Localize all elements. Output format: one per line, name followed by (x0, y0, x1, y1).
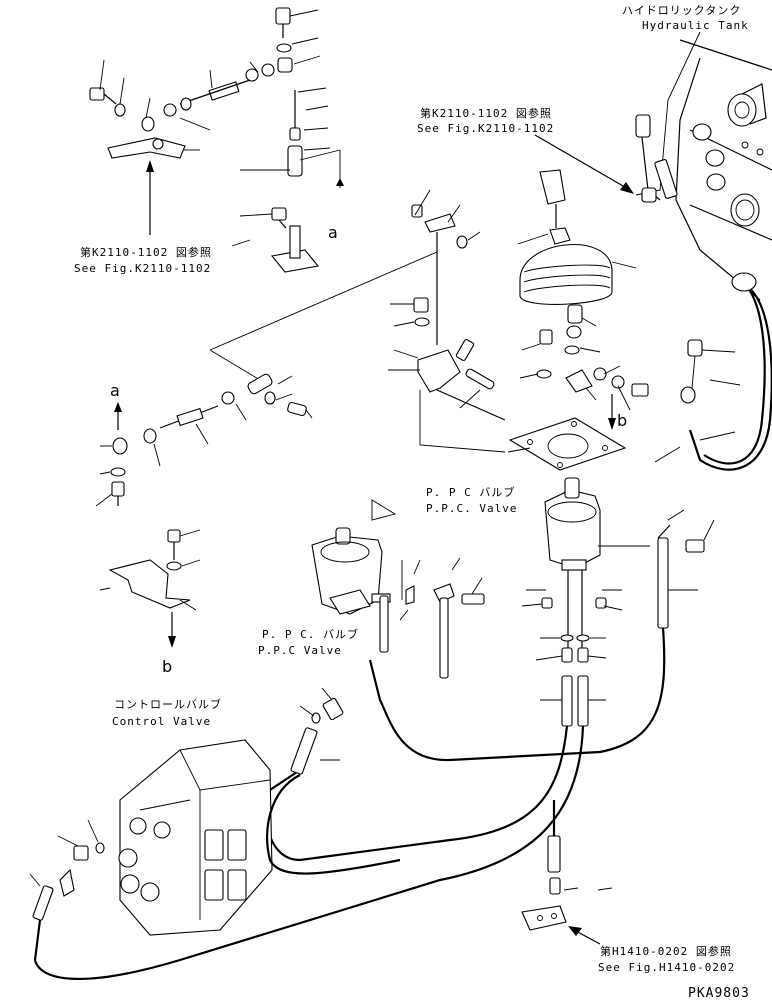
control-valve (29, 739, 273, 936)
left-mid-linkage (95, 373, 313, 507)
arrow-up-icon (336, 178, 344, 186)
hydraulic-tank-label-en: Hydraulic Tank (642, 19, 749, 32)
arrow-up-icon (146, 160, 154, 172)
bottom-fitting (521, 800, 613, 931)
ppc-valve-left-label-jp: P. P C. バルブ (262, 627, 359, 641)
marker-b-left: b (162, 657, 172, 676)
leader-lines-top-left (99, 9, 331, 247)
ref-h1410-jp: 第H1410-0202 図参照 (600, 944, 732, 958)
control-valve-fitting (266, 687, 401, 875)
ppc-valve-right-label-en: P.P.C. Valve (426, 502, 517, 515)
marker-b-right: b (617, 411, 627, 430)
ppc-valve-left-label-en: P.P.C Valve (258, 644, 342, 657)
control-valve-label-en: Control Valve (112, 715, 211, 728)
right-side-hose (33, 509, 715, 981)
hydraulic-tank (675, 39, 772, 301)
marker-a-top: a (328, 223, 338, 242)
ppc-valve-right-joystick (507, 169, 650, 571)
ppc-valve-left (311, 499, 485, 679)
bracket-b (99, 529, 201, 640)
ref-k2110-top-jp: 第K2110-1102 図参照 (420, 106, 552, 120)
arrow-up-icon (114, 402, 122, 412)
top-left-linkage (89, 7, 341, 273)
ref-k2110-top-en: See Fig.K2110-1102 (417, 122, 554, 135)
tank-pipe (635, 114, 678, 203)
ref-k2110-left-en: See Fig.K2110-1102 (74, 262, 211, 275)
middle-linkage (388, 189, 506, 421)
ppc-right-fittings (521, 570, 623, 727)
marker-a-left: a (110, 381, 120, 400)
drawing-code: PKA9803 (688, 986, 750, 1001)
ref-h1410-en: See Fig.H1410-0202 (598, 961, 735, 974)
arrowhead-icon (568, 926, 582, 936)
control-valve-label-jp: コントロールバルブ (114, 697, 222, 711)
hydraulic-tank-label-jp: ハイドロリックタンク (622, 4, 741, 17)
arrow-down-icon (608, 418, 616, 430)
return-hose (654, 272, 772, 471)
arrow-down-icon (168, 636, 176, 648)
arrowhead-icon (620, 182, 634, 194)
ref-k2110-left-jp: 第K2110-1102 図参照 (80, 245, 212, 259)
long-rod (209, 251, 506, 453)
ppc-valve-right-label-jp: P. P C バルブ (426, 485, 515, 499)
